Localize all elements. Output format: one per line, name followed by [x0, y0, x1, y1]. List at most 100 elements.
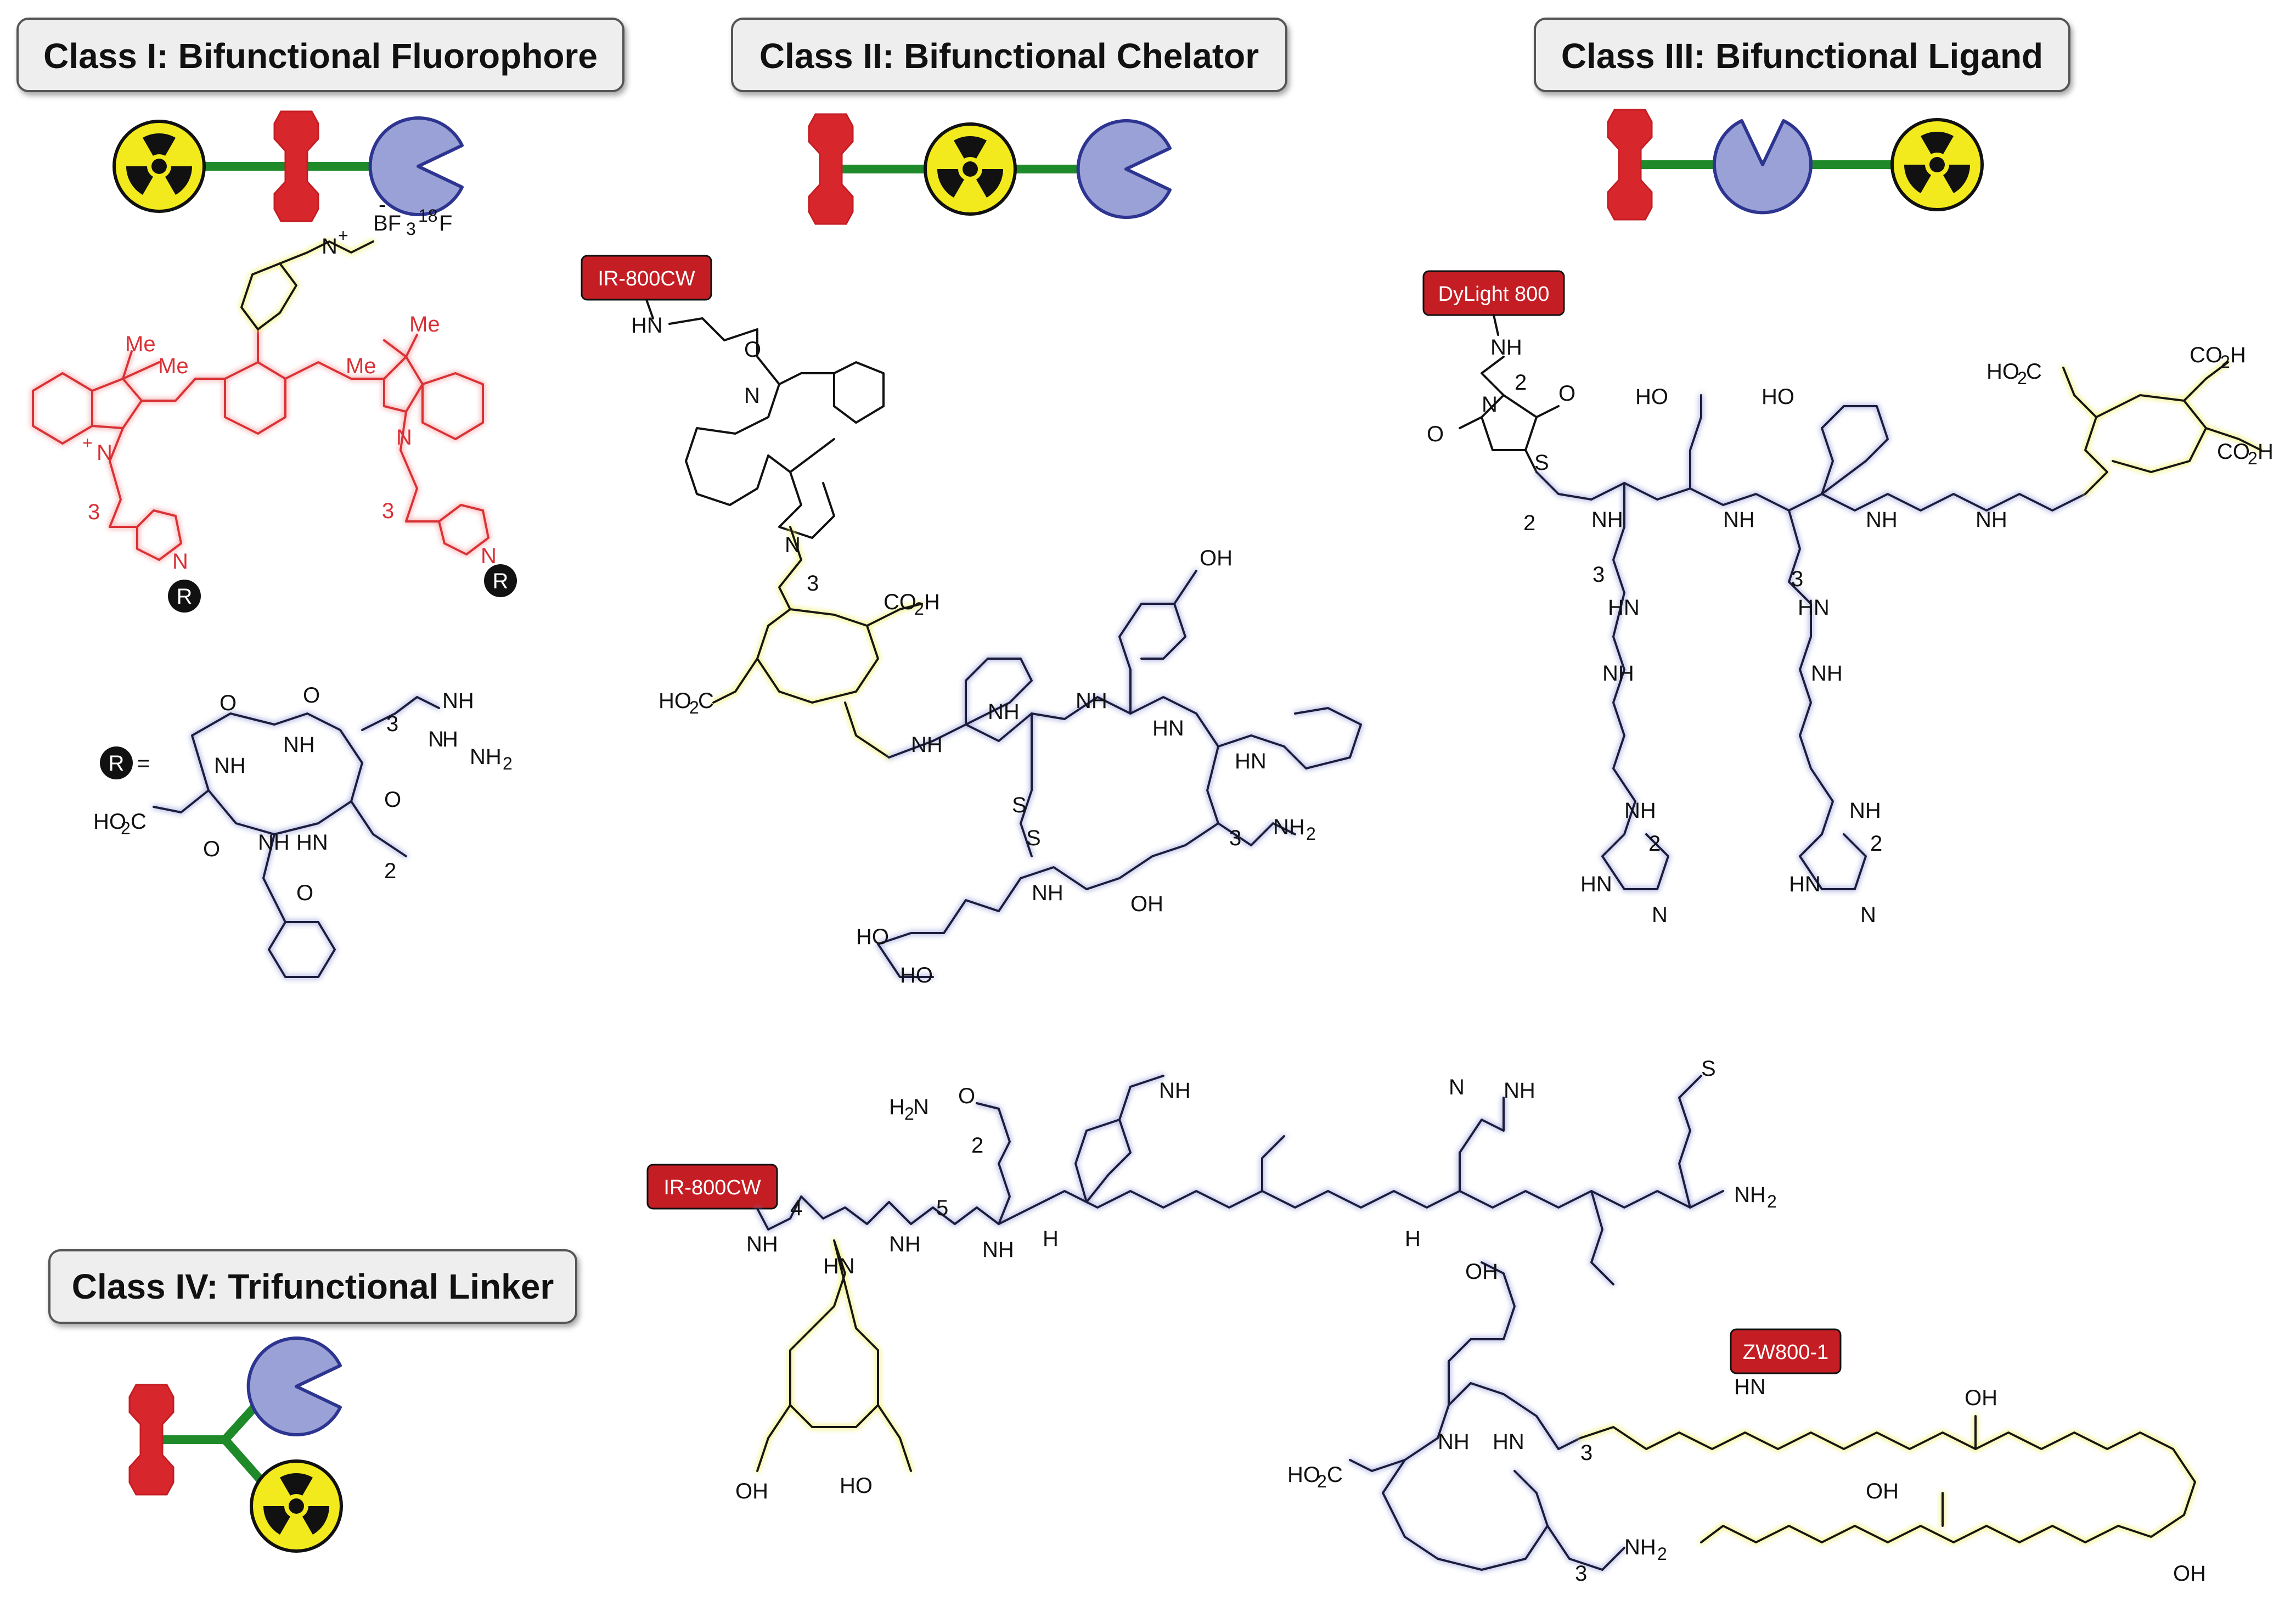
- class2-schematic: [808, 113, 1170, 225]
- c2-nh-3: NH: [1076, 689, 1107, 713]
- c3-nh-6: NH: [1811, 661, 1843, 686]
- c2-ho-1: HO: [856, 925, 889, 949]
- c4-met-nh2-sub: 2: [1767, 1192, 1777, 1211]
- c4-nh-5: H: [1405, 1227, 1421, 1251]
- tag-zw800: ZW800-1: [1730, 1328, 1842, 1374]
- class4-peptide-backbone: [756, 1075, 1724, 1285]
- c2-nh-1: NH: [911, 733, 943, 757]
- r-def-label: R: [109, 751, 125, 776]
- methyl-3: Me: [346, 354, 376, 378]
- r-group-right: R: [484, 564, 517, 597]
- tag-ir800cw-bottom-text: IR-800CW: [663, 1176, 761, 1199]
- guanidine-nh: NH: [442, 689, 474, 713]
- peptide-nh-3: NH: [258, 830, 290, 855]
- class1-fluorophore-structure: BF 3 18 F - N + Me Me Me Me N + N 3 3 N …: [32, 193, 517, 978]
- c2-co2h-h: H: [924, 590, 940, 614]
- lys-chain-2: 2: [384, 859, 396, 883]
- targeting-ligand-pacman-icon: [249, 1338, 340, 1435]
- r-group-left: R: [168, 580, 201, 613]
- class3-header: Class III: Bifunctional Ligand: [1534, 18, 2070, 92]
- c4-zw-hn: HN: [1734, 1375, 1766, 1399]
- c-rgdyk-peptide: [1349, 1261, 1625, 1571]
- c2-lys-nh2-sub: 2: [1306, 824, 1316, 844]
- radioactive-trefoil-icon: [1892, 120, 1982, 210]
- c3-ho2c-c: C: [2026, 360, 2042, 384]
- bf3-subscript: 3: [406, 219, 416, 239]
- c3-nh-3: NH: [1866, 508, 1898, 532]
- arg-chain-3: 3: [386, 712, 398, 736]
- c4-tyr-oh: OH: [1465, 1260, 1498, 1284]
- class4-schematic: [128, 1338, 341, 1551]
- c4-asp-ho2c: HO: [1287, 1463, 1320, 1487]
- carbonyl-o-2: O: [220, 691, 237, 715]
- c4-chain-3b: 3: [1575, 1562, 1587, 1586]
- bf3-minus: -: [379, 193, 386, 217]
- c4-guan-nh2: NH: [1624, 1535, 1656, 1559]
- triazole-n-right: N: [481, 544, 497, 568]
- c3-co2h-2-sub: 2: [2248, 448, 2258, 468]
- c3-nh-7: NH: [1624, 799, 1656, 823]
- c4-dfo-oh-1: OH: [1965, 1386, 1997, 1410]
- c4-asp-sub: 2: [1317, 1472, 1327, 1491]
- c4-h2n-n: N: [913, 1095, 929, 1119]
- c4-h2n-h: H: [889, 1095, 905, 1119]
- tag-zw800-text: ZW800-1: [1743, 1341, 1828, 1364]
- branched-linker: [151, 1395, 266, 1485]
- c4-nota-oh-1: OH: [735, 1479, 768, 1503]
- c2-lys-nh2: NH: [1273, 815, 1305, 839]
- nota-chelator-class4: [756, 1239, 912, 1472]
- class4-header: Class IV: Trifunctional Linker: [48, 1249, 577, 1324]
- tag-ir800cw-top-text: IR-800CW: [598, 267, 695, 290]
- radioactive-trefoil-icon: [251, 1461, 341, 1551]
- chain-count-left: 3: [88, 500, 100, 524]
- guanidine-h: H: [442, 727, 458, 751]
- peptide-nh-4: HN: [296, 830, 328, 855]
- c3-chain-2b: 2: [1523, 511, 1535, 535]
- c3-nh-8: NH: [1849, 799, 1881, 823]
- c4-nh-2: NH: [889, 1232, 921, 1256]
- methyl-2: Me: [158, 354, 189, 378]
- c4-chain-5: 5: [936, 1196, 948, 1220]
- c2-hn: HN: [631, 313, 663, 338]
- triazole-n-left: N: [172, 549, 188, 574]
- c3-ho2c: HO: [1987, 360, 2019, 384]
- c3-chain-3: 3: [1592, 563, 1605, 587]
- c4-imidazole-n: N: [1449, 1075, 1465, 1099]
- peptide-nh-1: NH: [214, 754, 246, 778]
- tag-ir800cw-top: IR-800CW: [581, 255, 712, 301]
- octreotide-peptide: [877, 570, 1362, 978]
- c3-imidazole-n-1: N: [1652, 903, 1668, 927]
- c2-s-1: S: [1012, 793, 1027, 817]
- c3-co2h-2: CO: [2217, 440, 2250, 464]
- dbco-linker: [645, 299, 885, 539]
- c2-co2h: CO: [883, 590, 916, 614]
- bombesin-peptide-backbone: [1535, 394, 2086, 890]
- c3-tyr-ho: HO: [1762, 385, 1794, 409]
- c3-co2h-1: CO: [2190, 343, 2222, 367]
- c3-chain-2d: 2: [1870, 832, 1882, 856]
- c3-chain-2c: 2: [1648, 832, 1661, 856]
- c3-s: S: [1534, 451, 1549, 475]
- c2-indole-hn: HN: [1235, 749, 1267, 773]
- carbonyl-o-5: O: [203, 837, 220, 861]
- c4-nh-4: H: [1043, 1227, 1059, 1251]
- c3-o-2: O: [1558, 381, 1575, 406]
- class2-header: Class II: Bifunctional Chelator: [731, 18, 1287, 92]
- indolium-plus: +: [82, 433, 93, 453]
- bf3-trifluoroborate-arm: [240, 240, 374, 330]
- c4-nota-ho-2: HO: [840, 1474, 873, 1498]
- ammonium-plus: +: [338, 226, 348, 245]
- carbonyl-o-3: O: [384, 788, 401, 812]
- ammonium-n: N: [322, 234, 337, 259]
- chain-count-right: 3: [382, 499, 394, 523]
- carbonyl-o-4: O: [296, 881, 313, 905]
- c2-carbonyl-o: O: [744, 338, 761, 362]
- guanidine-n: N: [428, 727, 444, 751]
- c3-nh-4: NH: [1976, 508, 2007, 532]
- bf3-label: BF: [373, 211, 401, 235]
- c3-co2h-1-h: H: [2230, 343, 2246, 367]
- aspartate-ho: HO: [93, 810, 126, 834]
- tag-dylight800-text: DyLight 800: [1438, 283, 1550, 306]
- radioactive-trefoil-icon: [925, 124, 1015, 214]
